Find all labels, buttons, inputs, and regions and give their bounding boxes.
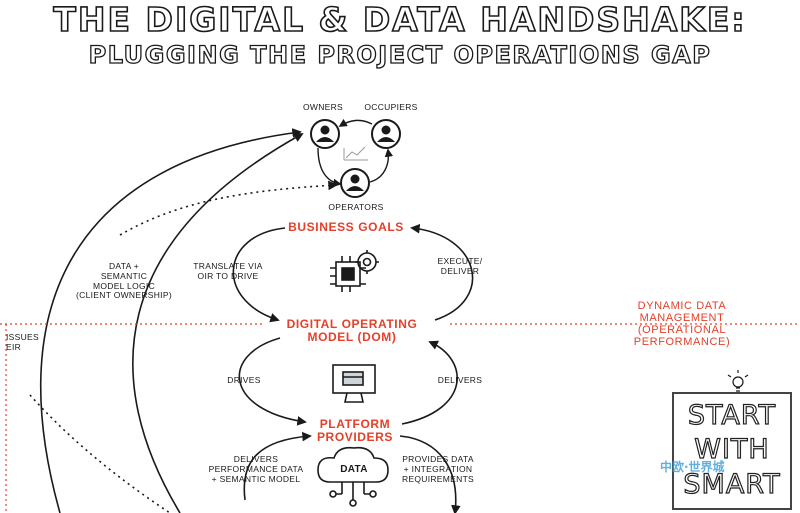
- monitor-card-icon: [332, 364, 376, 403]
- issues-eir-label: ISSUES EIR: [6, 332, 39, 352]
- outer-arc-to-owners: [40, 128, 302, 513]
- owners-person-icon: [310, 119, 340, 149]
- delivers-performance-label: DELIVERS PERFORMANCE DATA + SEMANTIC MOD…: [208, 454, 304, 484]
- execute-arc: [410, 224, 474, 321]
- translate-arc: [232, 227, 286, 323]
- translate-label: TRANSLATE VIA OIR TO DRIVE: [193, 261, 263, 281]
- smart-text: SMART: [683, 468, 781, 500]
- drives-arc: [238, 337, 307, 426]
- delivers-performance-arc: [243, 431, 312, 501]
- gear-chip-icon: [330, 250, 379, 292]
- operators-person-icon: [340, 168, 370, 198]
- platform-providers-node: PLATFORM PROVIDERS: [316, 417, 394, 445]
- lightbulb-icon: [727, 370, 749, 392]
- start-with-smart-box: START WITH SMART: [672, 392, 792, 510]
- diagram-title: THE DIGITAL & DATA HANDSHAKE:: [53, 0, 747, 40]
- owners-to-operators-arrow: [317, 147, 342, 188]
- data-icon-label: DATA: [340, 464, 368, 475]
- provides-data-arc: [399, 435, 461, 513]
- delivers-arc: [401, 340, 458, 425]
- dynamic-data-management-label: DYNAMIC DATA MANAGEMENT (OPERATIONAL PER…: [633, 300, 731, 349]
- operators-label: OPERATORS: [328, 202, 384, 212]
- business-goals-node: BUSINESS GOALS: [288, 220, 404, 234]
- start-text: START: [687, 399, 777, 431]
- dotted-arc-to-operators: [119, 180, 338, 236]
- operators-to-occupiers-arrow: [369, 148, 394, 183]
- delivers-label: DELIVERS: [437, 375, 483, 385]
- owners-label: OWNERS: [302, 102, 344, 112]
- provides-data-label: PROVIDES DATA + INTEGRATION REQUIREMENTS: [401, 454, 475, 484]
- red-dotted-boundary: [0, 323, 800, 513]
- data-semantic-label: DATA + SEMANTIC MODEL LOGIC (CLIENT OWNE…: [76, 261, 172, 301]
- mini-chart-icon: [343, 146, 368, 161]
- occupiers-to-owners-arrow: [338, 118, 373, 127]
- diagram-subtitle: PLUGGING THE PROJECT OPERATIONS GAP: [88, 40, 712, 69]
- data-semantic-arc: [132, 133, 304, 513]
- with-text: WITH: [694, 433, 770, 465]
- dom-node: DIGITAL OPERATING MODEL (DOM): [286, 317, 418, 345]
- watermark-logo: 中欧·世界城: [660, 460, 725, 474]
- occupiers-person-icon: [371, 119, 401, 149]
- dotted-arc-lower: [29, 394, 171, 513]
- execute-label: EXECUTE/ DELIVER: [437, 256, 483, 276]
- data-cloud-icon: [317, 446, 389, 507]
- drives-label: DRIVES: [227, 375, 261, 385]
- occupiers-label: OCCUPIERS: [364, 102, 418, 112]
